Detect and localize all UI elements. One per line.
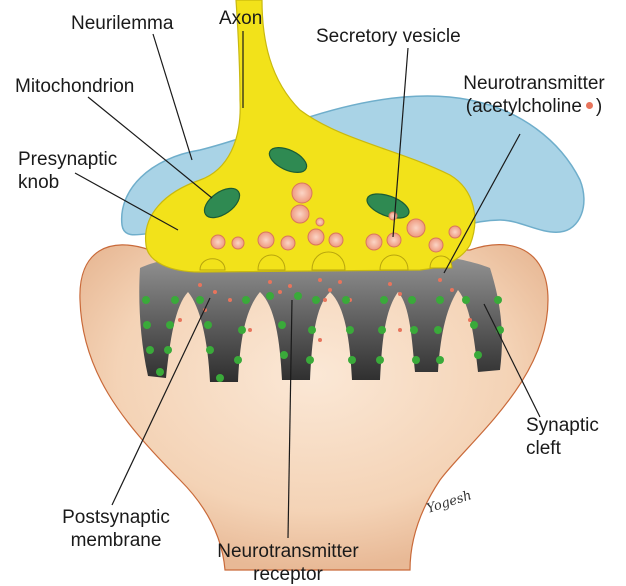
label-neurotransmitter-line1: Neurotransmitter [454,72,614,95]
label-postsynaptic-line2: membrane [46,529,186,552]
label-synaptic-cleft: Synaptic cleft [526,414,599,460]
label-mitochondrion: Mitochondrion [15,75,134,98]
label-receptor-line1: Neurotransmitter [208,540,368,563]
label-axon: Axon [219,7,262,30]
label-presynaptic-line2: knob [18,171,117,194]
label-postsynaptic-line1: Postsynaptic [46,506,186,529]
label-postsynaptic-membrane: Postsynaptic membrane [46,506,186,552]
label-presynaptic-knob: Presynaptic knob [18,148,117,194]
label-neurilemma: Neurilemma [71,12,173,35]
acetylcholine-dot-icon [586,102,593,109]
label-synaptic-line1: Synaptic [526,414,599,437]
label-neurotransmitter-receptor: Neurotransmitter receptor [208,540,368,586]
label-receptor-line2: receptor [208,563,368,586]
label-secretory-vesicle: Secretory vesicle [316,25,461,48]
label-neurotransmitter: Neurotransmitter (acetylcholine) [454,72,614,118]
label-acetylcholine: (acetylcholine [466,96,582,117]
label-presynaptic-line1: Presynaptic [18,148,117,171]
label-neurotransmitter-line2: (acetylcholine) [454,95,614,118]
label-synaptic-line2: cleft [526,437,599,460]
label-close-paren: ) [596,96,602,117]
